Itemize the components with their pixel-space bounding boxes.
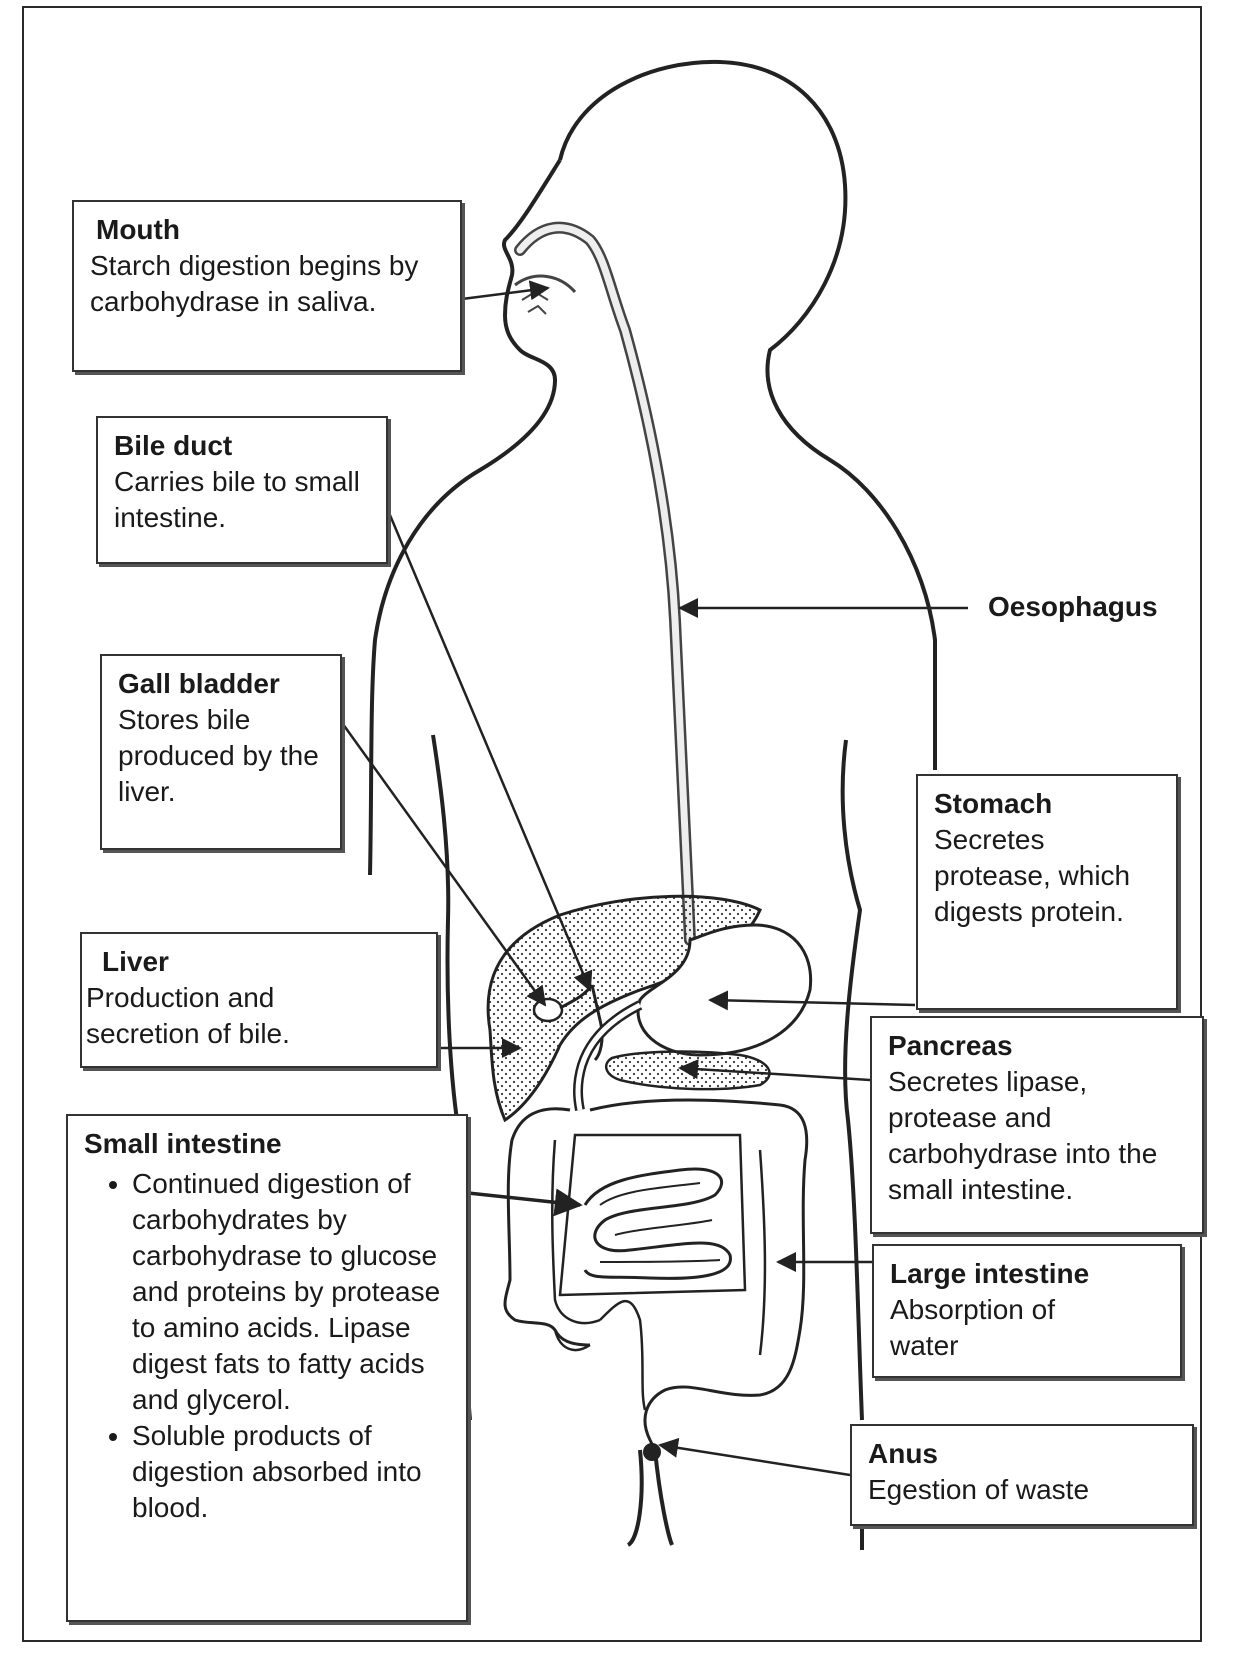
mouth-label: Mouth Starch digestion begins by carbohy…	[72, 200, 462, 372]
stomach-title: Stomach	[934, 786, 1160, 822]
pharynx	[520, 228, 690, 940]
arrow-anus	[660, 1445, 850, 1475]
gall-bladder-title: Gall bladder	[118, 666, 324, 702]
mouth-description: Starch digestion begins by carbohydrase …	[90, 248, 420, 320]
pancreas-description: Secretes lipase, protease and carbohydra…	[888, 1064, 1188, 1208]
pancreas-shape	[606, 1052, 769, 1090]
gall-bladder-description: Stores bile produced by the liver.	[118, 702, 324, 810]
oesophagus-label: Oesophagus	[988, 590, 1158, 624]
liver-title: Liver	[86, 944, 420, 980]
gall-bladder-label: Gall bladder Stores bile produced by the…	[100, 654, 342, 850]
mouth-title: Mouth	[90, 212, 444, 248]
appendix	[555, 1330, 590, 1350]
stomach-description: Secretes protease, which digests protein…	[934, 822, 1134, 930]
body-outline	[560, 62, 935, 770]
pancreas-label: Pancreas Secretes lipase, protease and c…	[870, 1016, 1204, 1234]
anus-label: Anus Egestion of waste	[850, 1424, 1194, 1526]
left-leg-outline	[628, 1450, 642, 1545]
right-leg-outline	[655, 1450, 672, 1545]
arrow-bile-duct	[387, 508, 590, 990]
bile-duct-title: Bile duct	[114, 428, 370, 464]
oesophagus-tube	[520, 228, 690, 940]
small-intestine-bullet: Soluble products of digestion absorbed i…	[132, 1418, 450, 1526]
lips	[522, 292, 548, 314]
small-intestine-label: Small intestine Continued digestion of c…	[66, 1114, 468, 1622]
anus-shape	[643, 1443, 661, 1461]
pancreas-title: Pancreas	[888, 1028, 1186, 1064]
bile-duct-label: Bile duct Carries bile to small intestin…	[96, 416, 388, 564]
bile-duct-description: Carries bile to small intestine.	[114, 464, 370, 536]
small-intestine-bullet: Continued digestion of carbohydrates by …	[132, 1166, 450, 1418]
small-intestine-shape	[560, 1135, 745, 1295]
anus-title: Anus	[868, 1436, 1176, 1472]
liver-description: Production and secretion of bile.	[86, 980, 326, 1052]
small-intestine-title: Small intestine	[84, 1126, 450, 1162]
large-intestine-description: Absorption of water	[890, 1292, 1090, 1364]
liver-label: Liver Production and secretion of bile.	[80, 932, 438, 1068]
gall-bladder-shape	[534, 999, 562, 1021]
small-intestine-bullets: Continued digestion of carbohydrates by …	[84, 1166, 450, 1526]
large-intestine-title: Large intestine	[890, 1256, 1164, 1292]
stomach-label: Stomach Secretes protease, which digests…	[916, 774, 1178, 1010]
anus-description: Egestion of waste	[868, 1472, 1176, 1508]
large-intestine-label: Large intestine Absorption of water	[872, 1244, 1182, 1378]
